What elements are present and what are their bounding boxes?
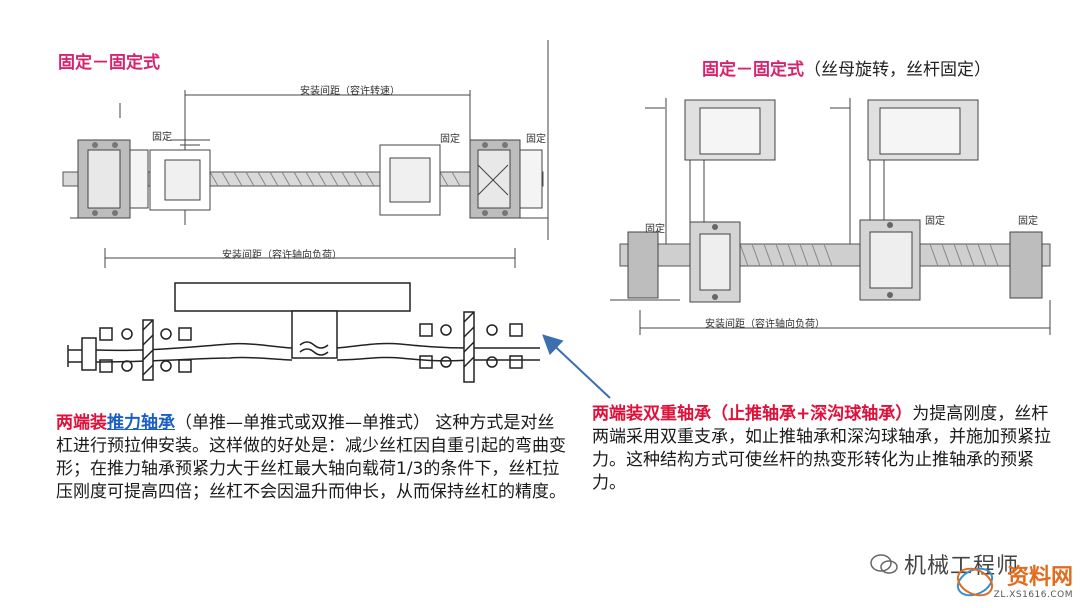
- left-fixed-label-3: 固定: [526, 134, 546, 145]
- left-description-body: （单推—单推式或双推—单推式） 这种方式是对丝杠进行预拉伸安装。这样做的好处是：…: [56, 413, 566, 502]
- site-watermark: 资料网 ZL.XS1616.COM: [958, 565, 1073, 601]
- site-watermark-name: 资料网: [1006, 565, 1073, 590]
- wechat-icon: [870, 553, 898, 575]
- left-fixed-label-2: 固定: [440, 134, 460, 145]
- wechat-watermark: 机械工程师: [870, 548, 1019, 580]
- site-logo-icon: [955, 562, 995, 602]
- right-fixed-label-2: 固定: [925, 216, 945, 227]
- right-description-body: 为提高刚度，丝杆两端采用双重支承，如止推轴承和深沟球轴承，并施加预紧拉力。这种结…: [592, 404, 1051, 493]
- right-fixed-label-1: 固定: [645, 224, 665, 235]
- left-top-dimension-label: 安装间距（容许转速）: [300, 86, 400, 97]
- left-diagram-title: 固定－固定式: [58, 53, 160, 73]
- wechat-account-name: 机械工程师: [904, 554, 1020, 579]
- right-diagram-title: 固定－固定式（丝母旋转，丝杆固定）: [702, 55, 991, 80]
- left-fixed-label-1: 固定: [152, 132, 172, 143]
- right-description: 两端装双重轴承（止推轴承+深沟球轴承）为提高刚度，丝杆两端采用双重支承，如止推轴…: [592, 403, 1062, 495]
- right-bottom-dimension-label: 安装间距（容许轴向负荷）: [705, 319, 825, 330]
- left-bottom-dimension-label: 安装间距（容许轴向负荷）: [222, 250, 342, 261]
- site-watermark-url: ZL.XS1616.COM: [993, 590, 1073, 600]
- left-description: 两端装推力轴承（单推—单推式或双推—单推式） 这种方式是对丝杠进行预拉伸安装。这…: [56, 412, 566, 504]
- left-description-lead-red: 两端装: [56, 413, 107, 433]
- right-fixed-label-3: 固定: [1018, 216, 1038, 227]
- right-title-main: 固定－固定式: [702, 60, 804, 80]
- right-description-lead: 两端装双重轴承（止推轴承+深沟球轴承）: [592, 404, 913, 424]
- right-title-sub: （丝母旋转，丝杆固定）: [804, 60, 991, 80]
- left-description-lead-blue: 推力轴承: [107, 413, 175, 433]
